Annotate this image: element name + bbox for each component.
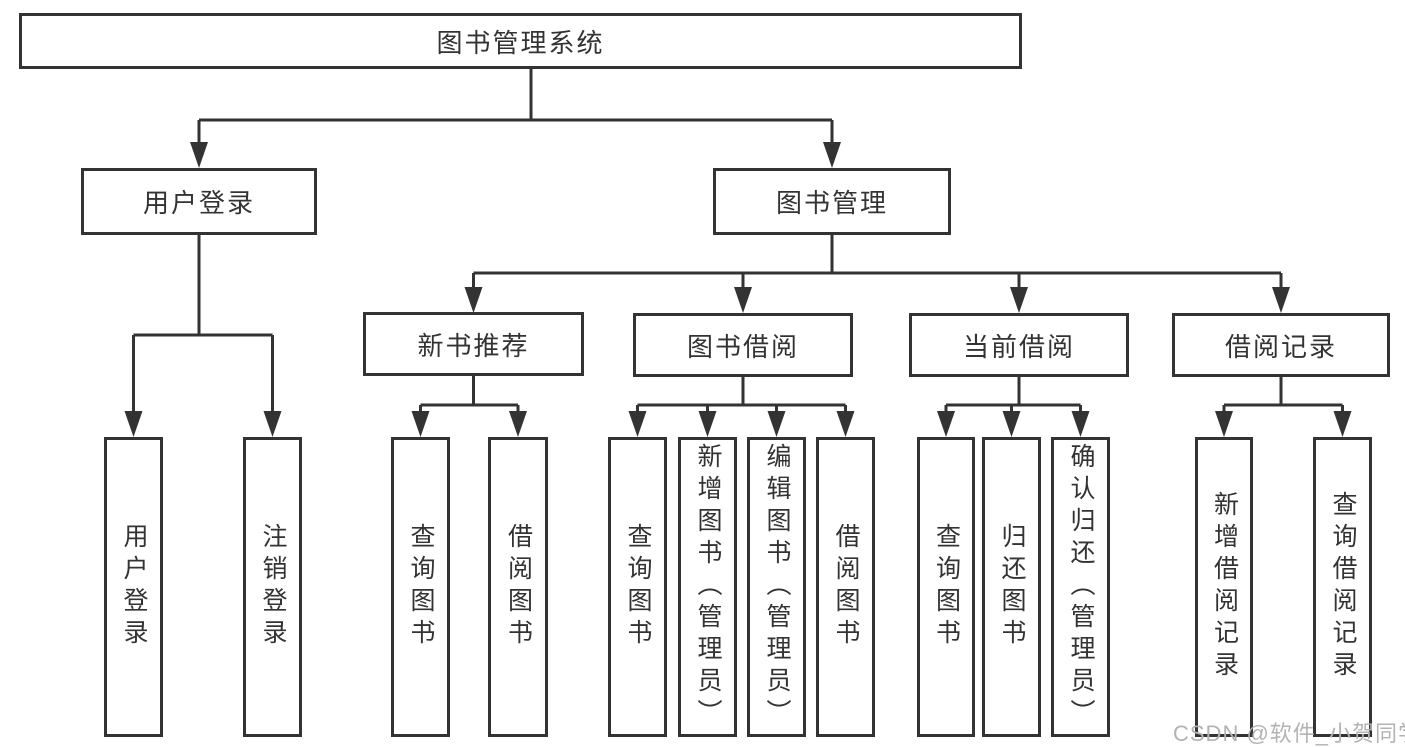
arrowheads <box>124 142 1352 437</box>
leaf-add-borrow-record-label: 新增借阅记录 <box>1210 491 1239 683</box>
connector-user-login-group <box>132 235 274 412</box>
connector-book-management-group <box>472 235 1283 288</box>
leaf-borrow-books: 借阅图书 <box>816 437 875 737</box>
leaf-query-books-borrowing: 查询图书 <box>608 437 667 737</box>
leaf-query-books-borrowing-label: 查询图书 <box>624 523 652 651</box>
node-current-borrowing: 当前借阅 <box>909 313 1129 377</box>
connector-root-to-level2 <box>197 69 834 143</box>
node-current-borrowing-label: 当前借阅 <box>962 331 1075 362</box>
leaf-borrow-books-label: 借阅图书 <box>832 523 860 651</box>
node-user-login-label: 用户登录 <box>142 188 255 218</box>
leaf-borrow-books-recommend-label: 借阅图书 <box>504 523 533 651</box>
node-new-book-recommend: 新书推荐 <box>363 312 584 376</box>
leaf-query-books-recommend: 查询图书 <box>391 437 450 737</box>
leaf-borrow-books-recommend: 借阅图书 <box>488 437 548 737</box>
node-book-management-label: 图书管理 <box>775 188 888 218</box>
connector-current-borrowing-group <box>944 377 1082 412</box>
leaf-return-books: 归还图书 <box>982 437 1041 737</box>
node-new-book-recommend-label: 新书推荐 <box>417 330 530 361</box>
leaf-query-borrow-record-label: 查询借阅记录 <box>1329 491 1357 683</box>
leaf-user-login: 用户登录 <box>104 437 163 737</box>
leaf-logout: 注销登录 <box>243 437 302 737</box>
leaf-query-books-current: 查询图书 <box>917 437 975 737</box>
leaf-add-books-admin: 新增图书（管理员） <box>678 437 737 737</box>
node-borrow-records: 借阅记录 <box>1172 313 1390 377</box>
leaf-user-login-label: 用户登录 <box>120 523 148 651</box>
node-book-management: 图书管理 <box>713 168 951 235</box>
leaf-return-books-label: 归还图书 <box>998 523 1026 651</box>
node-book-borrowing: 图书借阅 <box>633 313 853 377</box>
leaf-query-borrow-record: 查询借阅记录 <box>1313 437 1372 737</box>
connector-book-borrowing-group <box>636 377 847 412</box>
node-book-borrowing-label: 图书借阅 <box>686 331 799 362</box>
leaf-add-borrow-record: 新增借阅记录 <box>1195 437 1253 737</box>
node-root-label: 图书管理系统 <box>436 27 605 58</box>
connector-borrow-records-group <box>1222 377 1344 412</box>
node-root: 图书管理系统 <box>19 13 1022 69</box>
leaf-confirm-return-admin-label: 确认归还（管理员） <box>1067 443 1095 731</box>
leaf-confirm-return-admin: 确认归还（管理员） <box>1051 437 1110 737</box>
connector-new-book-group <box>419 376 520 412</box>
leaf-query-books-current-label: 查询图书 <box>932 523 961 651</box>
node-user-login: 用户登录 <box>81 168 317 235</box>
leaf-add-books-admin-label: 新增图书（管理员） <box>694 443 722 731</box>
csdn-watermark: CSDN @软件_小贺同学 <box>1173 721 1405 746</box>
leaf-logout-label: 注销登录 <box>259 523 287 651</box>
node-borrow-records-label: 借阅记录 <box>1224 331 1337 362</box>
leaf-edit-books-admin: 编辑图书（管理员） <box>747 437 806 737</box>
leaf-query-books-recommend-label: 查询图书 <box>407 523 435 651</box>
leaf-edit-books-admin-label: 编辑图书（管理员） <box>763 443 791 731</box>
